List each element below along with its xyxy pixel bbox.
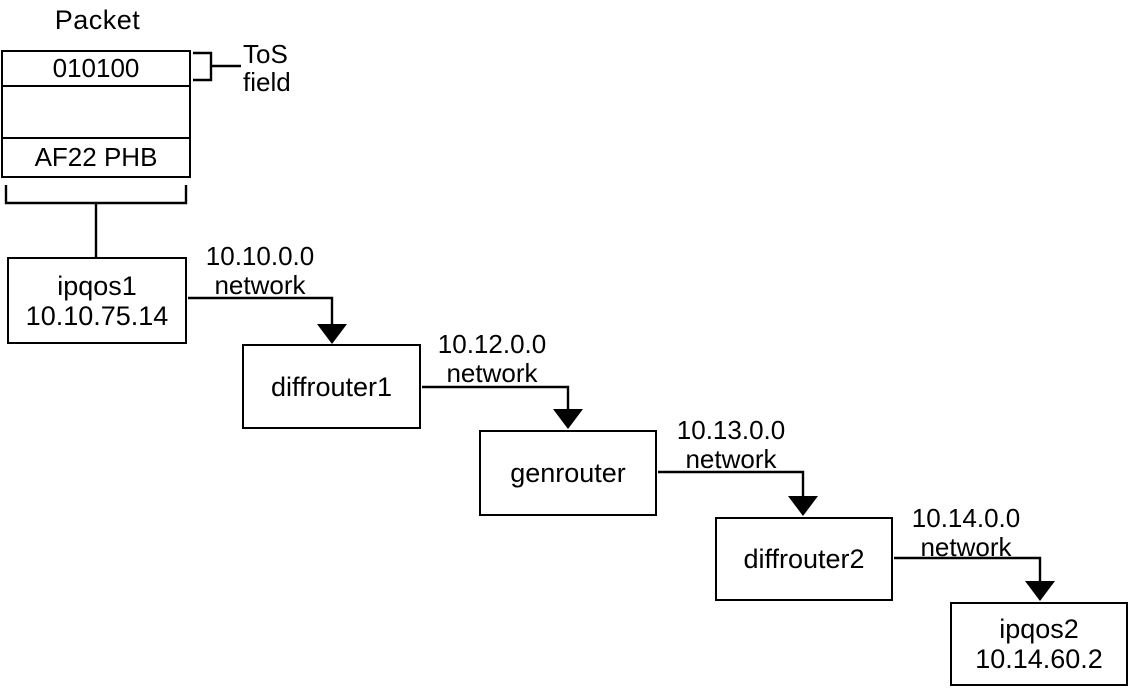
node-box-diffrouter2: diffrouter2 xyxy=(715,517,893,601)
node-name: diffrouter1 xyxy=(270,371,393,402)
link-arrow-3 xyxy=(658,470,818,516)
packet-underbracket xyxy=(4,185,188,257)
tos-field-label-line1: ToS xyxy=(243,39,288,69)
node-address: 10.10.75.14 xyxy=(25,300,169,331)
network-word: network xyxy=(214,269,306,300)
network-word: network xyxy=(920,531,1012,562)
tos-field-label-line2: field xyxy=(243,67,291,97)
arrowhead-icon xyxy=(1025,581,1055,601)
network-subnet: 10.12.0.0 xyxy=(437,329,547,359)
arrowhead-icon xyxy=(553,409,583,429)
network-label-10-12-0-0: 10.12.0.0 network xyxy=(417,330,567,387)
packet-title: Packet xyxy=(54,5,141,35)
arrowhead-icon xyxy=(317,324,347,344)
link-arrow-4 xyxy=(894,556,1055,601)
network-subnet: 10.14.0.0 xyxy=(911,503,1021,533)
network-word: network xyxy=(685,443,777,474)
link-arrow-1 xyxy=(188,296,347,344)
network-subnet: 10.13.0.0 xyxy=(676,415,786,445)
tos-field-label: ToS field xyxy=(243,40,291,96)
packet-row-tos-bits: 010100 xyxy=(3,52,189,87)
packet-row-phb: AF22 PHB xyxy=(34,142,158,172)
node-name: ipqos2 xyxy=(999,614,1079,644)
tos-bracket xyxy=(193,51,241,82)
arrowhead-icon xyxy=(788,496,818,516)
network-word: network xyxy=(446,357,538,388)
node-name: diffrouter2 xyxy=(743,544,865,574)
network-subnet: 10.10.0.0 xyxy=(205,241,315,271)
node-box-diffrouter1: diffrouter1 xyxy=(242,344,421,429)
network-label-10-10-0-0: 10.10.0.0 network xyxy=(185,242,335,299)
node-box-genrouter: genrouter xyxy=(479,430,657,516)
node-name: ipqos1 xyxy=(57,270,137,301)
node-name: genrouter xyxy=(510,458,626,488)
node-address: 10.14.60.2 xyxy=(975,644,1103,674)
link-arrow-2 xyxy=(422,385,583,429)
node-box-ipqos2: ipqos2 10.14.60.2 xyxy=(950,602,1128,686)
network-label-10-13-0-0: 10.13.0.0 network xyxy=(656,416,806,473)
packet-row-empty xyxy=(3,87,189,139)
packet-box: 010100 AF22 PHB xyxy=(1,50,191,178)
node-box-ipqos1: ipqos1 10.10.75.14 xyxy=(7,257,187,344)
network-label-10-14-0-0: 10.14.0.0 network xyxy=(891,504,1041,561)
